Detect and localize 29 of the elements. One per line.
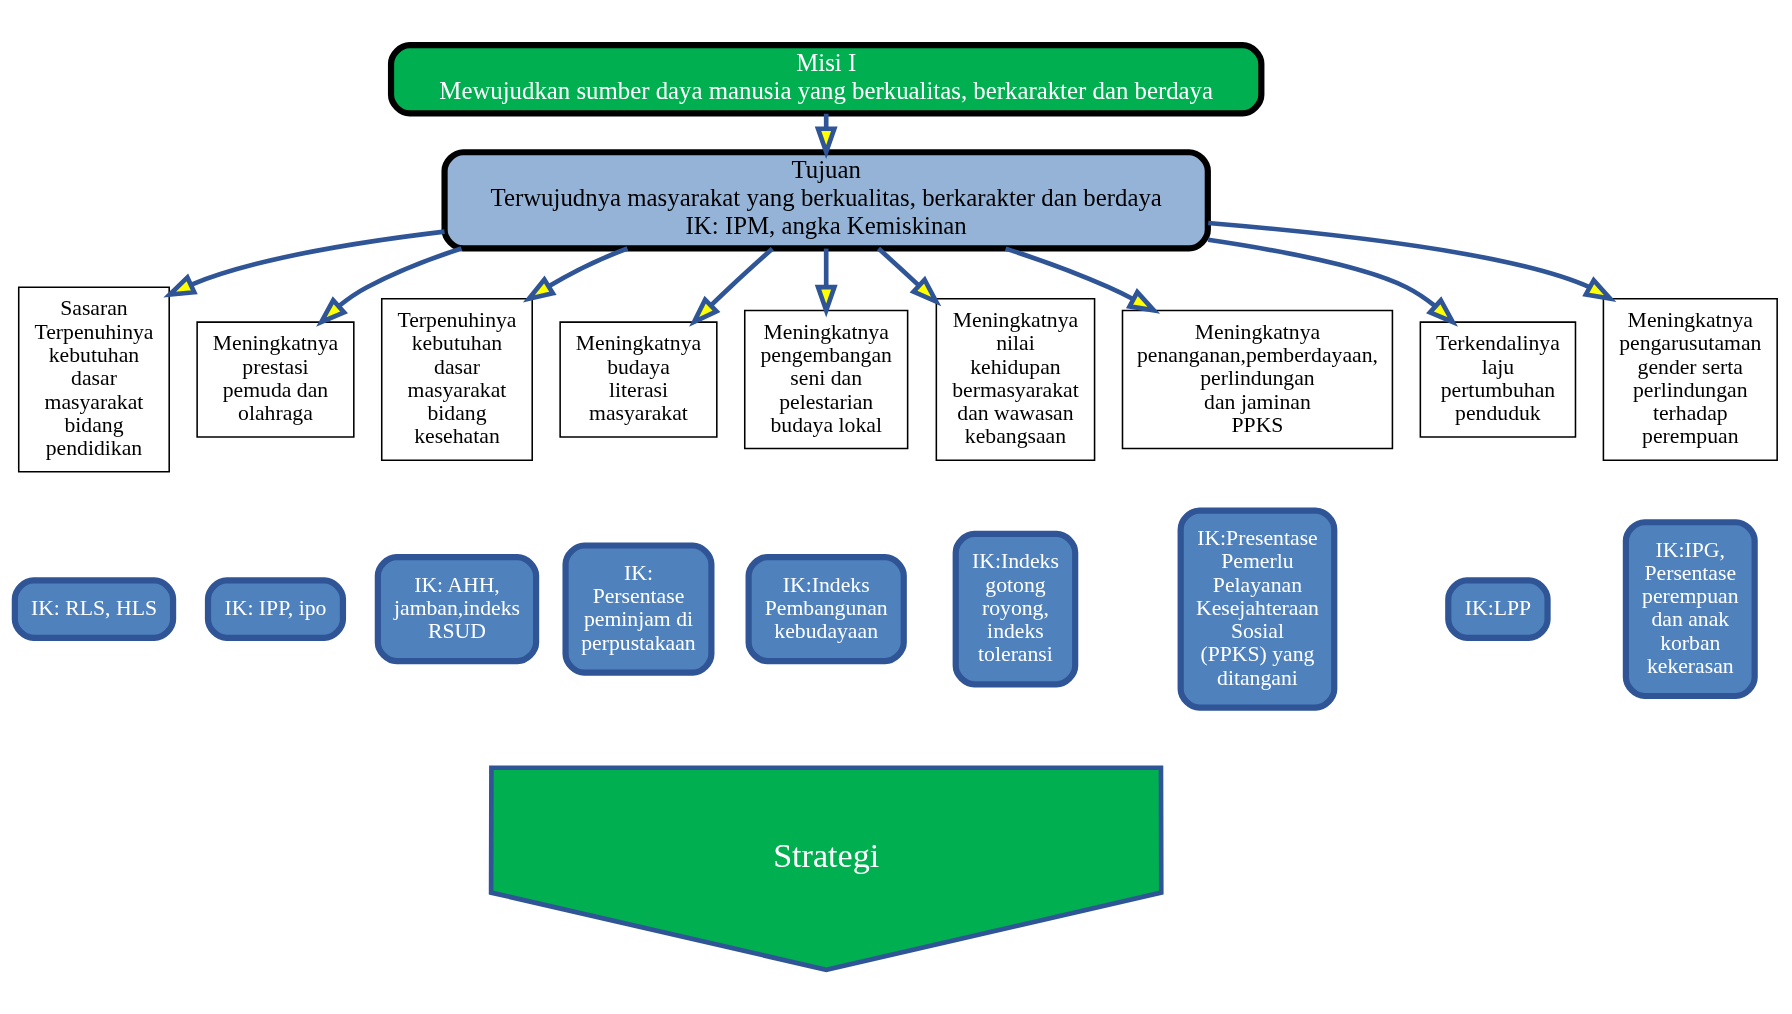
node-box: Terkendalinya laju pertumbuhan penduduk: [1419, 320, 1577, 438]
arrow: [1208, 220, 1617, 302]
arrow: [689, 246, 774, 327]
arrow: [1207, 237, 1458, 327]
node-box: Meningkatnya prestasi pemuda dan olahraga: [196, 320, 355, 438]
node-box: Meningkatnya budaya literasi masyarakat: [559, 320, 718, 438]
node-box: Sasaran Terpenuhinya kebutuhan dasar masyarakat bidang pendidikan: [17, 285, 170, 473]
node-box: IK: IPP, ipo: [204, 576, 347, 641]
node-box: IK: AHH, jamban,indeks RSUD: [374, 553, 540, 664]
arrow: [316, 245, 463, 327]
node-box: IK: Persentase peminjam di perpustakaan: [562, 541, 715, 676]
arrow: [522, 245, 629, 302]
node-box: IK: RLS, HLS: [11, 576, 177, 641]
node-box: Meningkatnya penanganan,pemberdayaan, perlindungan dan jaminan PPKS: [1121, 309, 1394, 449]
node-box: Tujuan Terwujudnya masyarakat yang berkualitas, berkarakter dan berdaya IK: IPM, angka Kemiskinan: [441, 148, 1211, 252]
arrow: [1004, 245, 1161, 314]
node-box: IK:IPG, Persentase perempuan dan anak korban kekerasan: [1622, 518, 1758, 699]
node-box: Meningkatnya pengarusutaman gender serta perlindungan terhadap perempuan: [1602, 297, 1778, 461]
node-box: Terpenuhinya kebutuhan dasar masyarakat bidang kesehatan: [380, 297, 533, 461]
arrow: [814, 248, 838, 317]
arrow: [876, 246, 942, 306]
node-box: IK:Indeks Pembangunan kebudayaan: [745, 553, 907, 664]
node-box: Meningkatnya nilai kehidupan bermasyarakat dan wawasan kebangsaan: [935, 297, 1096, 461]
node-box: Meningkatnya pengembangan seni dan pelestarian budaya lokal: [743, 309, 909, 449]
node-box: IK:LPP: [1445, 576, 1551, 641]
node-box: Misi I Mewujudkan sumber daya manusia yang berkualitas, berkarakter dan berdaya: [387, 41, 1265, 117]
node-box: IK:Presentase Pemerlu Pelayanan Kesejahteraan Sosial (PPKS) yang ditangani: [1177, 507, 1338, 711]
node-box: IK:Indeks gotong royong, indeks toleransi: [952, 530, 1079, 687]
arrow: [163, 228, 445, 297]
